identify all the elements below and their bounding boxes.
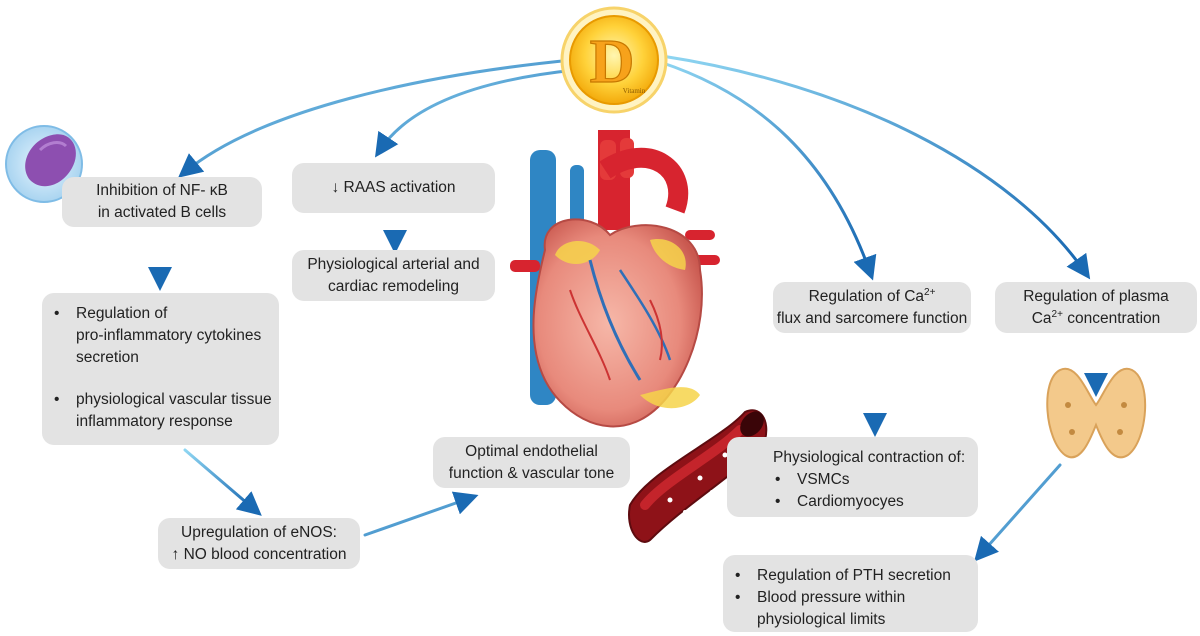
- ca-flux-line2: flux and sarcomere function: [776, 309, 968, 327]
- arrow-thyroid-to-pth: [974, 463, 1062, 562]
- remodel-line2: cardiac remodeling: [328, 277, 459, 295]
- contraction-box: Physiological contraction of: VSMCs Card…: [727, 437, 978, 517]
- cytokines-box: Regulation of pro-inflammatory cytokines…: [42, 293, 279, 445]
- endothelial-function-box: Optimal endothelial function & vascular …: [433, 437, 630, 488]
- raas-activation-box: ↓ RAAS activation: [292, 163, 495, 213]
- pth-regulation-box: Regulation of PTH secretion Blood pressu…: [723, 555, 978, 632]
- remodel-line1: Physiological arterial and: [307, 255, 480, 273]
- nfkb-line1: Inhibition of NF- κB: [96, 182, 228, 199]
- pth-item-2: Blood pressure within physiological limi…: [735, 587, 978, 631]
- enos-line1: Upregulation of eNOS:: [181, 523, 337, 541]
- raas-text: ↓ RAAS activation: [331, 179, 456, 196]
- enos-box: Upregulation of eNOS: ↑ NO blood concent…: [158, 518, 360, 569]
- arrow-cytokines-to-enos: [183, 448, 262, 516]
- remodeling-box: Physiological arterial and cardiac remod…: [292, 250, 495, 301]
- cytokines-item-1: Regulation of pro-inflammatory cytokines…: [54, 303, 279, 369]
- arrow-vitd-to-plasma-ca: [660, 54, 1091, 280]
- pth-item-1: Regulation of PTH secretion: [735, 565, 978, 587]
- contraction-item-vsmcs: VSMCs: [775, 469, 978, 491]
- plasma-line2: Ca2+ concentration: [1031, 308, 1161, 327]
- thyroid-gland-icon: [1046, 367, 1147, 459]
- arrow-vitd-to-raas: [375, 68, 577, 158]
- vitamin-d-label: Vitamin: [623, 87, 646, 95]
- endothelial-line2: function & vascular tone: [448, 464, 615, 482]
- contraction-title: Physiological contraction of:: [773, 449, 966, 466]
- vitamin-d-letter: D: [590, 28, 635, 96]
- arrow-enos-to-endothelial: [363, 491, 479, 537]
- arrow-vitd-to-nfkb: [178, 58, 574, 178]
- vitamin-d-icon: D Vitamin: [560, 6, 668, 114]
- nfkb-inhibition-box: Inhibition of NF- κB in activated B cell…: [62, 177, 262, 227]
- arrows: [148, 54, 1108, 562]
- ca-flux-box: Regulation of Ca2+ flux and sarcomere fu…: [773, 282, 971, 333]
- heart-icon: [510, 130, 720, 428]
- contraction-item-cardiomyocytes: Cardiomyocyes: [775, 491, 978, 513]
- ca-flux-line1: Regulation of Ca2+: [808, 286, 936, 305]
- plasma-calcium-box: Regulation of plasma Ca2+ concentration: [995, 282, 1197, 333]
- cytokines-item-2: physiological vascular tissue inflammato…: [54, 389, 279, 433]
- nfkb-line2: in activated B cells: [97, 204, 227, 221]
- arrow-vitd-to-ca-flux: [658, 60, 877, 281]
- endothelial-line1: Optimal endothelial: [465, 442, 598, 460]
- plasma-line1: Regulation of plasma: [1023, 287, 1169, 305]
- enos-line2: ↑ NO blood concentration: [171, 545, 347, 563]
